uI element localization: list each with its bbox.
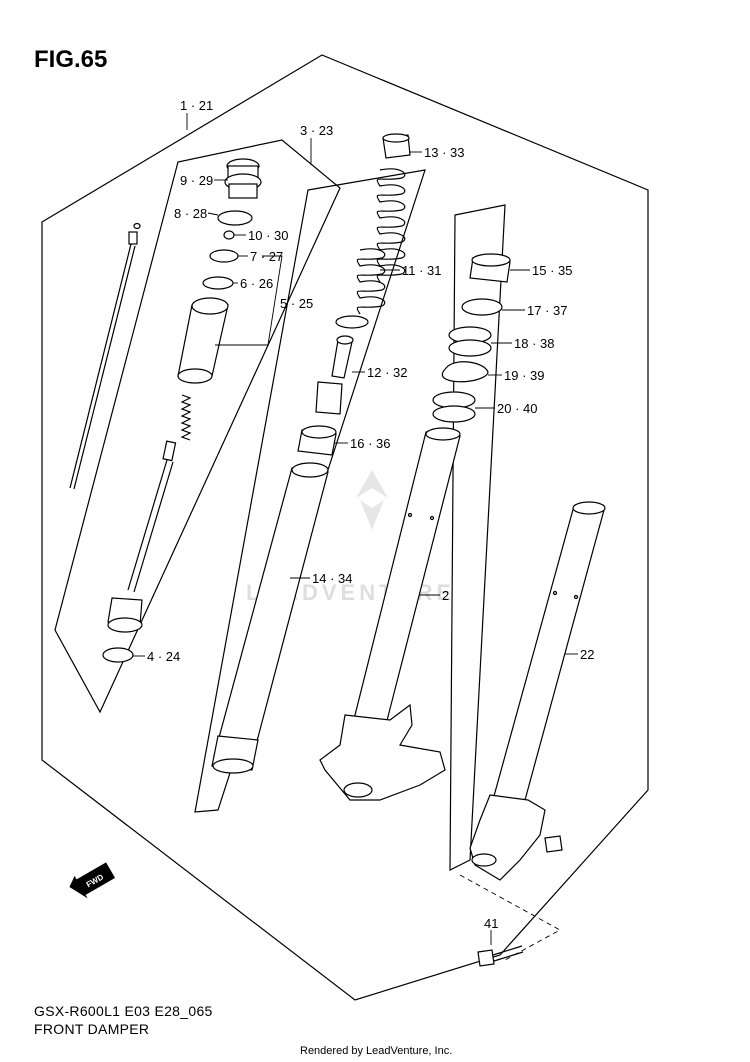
- slide-bushing: [297, 425, 337, 456]
- callout-label: 11 · 31: [402, 263, 442, 278]
- piston-rod: [107, 440, 177, 633]
- callout-label: 2: [442, 588, 449, 603]
- callout-label: 12 · 32: [367, 365, 407, 380]
- o-ring: [217, 210, 253, 226]
- callout-label: 5 · 25: [280, 296, 313, 311]
- callout-label: 3 · 23: [300, 123, 333, 138]
- callout-label: 18 · 38: [514, 336, 554, 351]
- outer-tube: [319, 427, 461, 801]
- guide-bushing: [469, 253, 511, 283]
- leader-5: [207, 212, 219, 216]
- assembly-frame: [41, 54, 649, 1001]
- fwd-arrow-icon: FWD: [69, 862, 116, 899]
- cap-bolt: [224, 158, 262, 199]
- oil-seal: [448, 326, 492, 357]
- section-name: FRONT DAMPER: [34, 1021, 150, 1037]
- axle-bolt: [477, 945, 524, 967]
- spring-spacer: [315, 335, 354, 415]
- stopper-ring: [441, 361, 489, 383]
- bolt-dashed-line: [459, 874, 561, 961]
- callout-label: 1 · 21: [180, 98, 213, 113]
- middle-subframe: [194, 169, 426, 813]
- rebound-spring: [180, 394, 192, 441]
- callout-label: 20 · 40: [497, 401, 537, 416]
- damper-rod: [69, 222, 141, 490]
- callout-label: 41: [484, 916, 498, 931]
- callout-label: 7 · 27: [250, 249, 283, 264]
- rendered-by-credit: Rendered by LeadVenture, Inc.: [300, 1045, 453, 1057]
- leader-9: [215, 255, 283, 346]
- callout-label: 14 · 34: [312, 571, 352, 586]
- spring-cap: [382, 133, 411, 159]
- tube-subframe: [449, 204, 506, 871]
- outer-tube-right: [469, 501, 606, 881]
- callout-label: 4 · 24: [147, 649, 180, 664]
- callout-label: 6 · 26: [240, 276, 273, 291]
- inner-tube: [211, 462, 329, 774]
- callout-label: 17 · 37: [527, 303, 567, 318]
- callout-label: 10 · 30: [248, 228, 288, 243]
- callout-label: 22: [580, 647, 594, 662]
- callout-label: 13 · 33: [424, 145, 464, 160]
- callout-label: 8 · 28: [174, 206, 207, 221]
- piston-ring: [102, 647, 134, 663]
- damper-cylinder: [177, 297, 229, 384]
- callout-label: 9 · 29: [180, 173, 213, 188]
- washer-ring: [209, 249, 239, 263]
- dust-seal: [432, 391, 476, 423]
- seal-ring: [202, 276, 234, 290]
- lock-nut: [223, 230, 235, 240]
- watermark-logo-icon: [356, 470, 388, 530]
- figure-title: FIG.65: [34, 46, 108, 73]
- callout-label: 15 · 35: [532, 263, 572, 278]
- damper-subframe: [54, 139, 341, 714]
- washer: [461, 298, 503, 316]
- callout-label: 19 · 39: [504, 368, 544, 383]
- model-code: GSX-R600L1 E03 E28_065: [34, 1003, 213, 1019]
- fork-spring: [335, 168, 406, 329]
- callout-label: 16 · 36: [350, 436, 390, 451]
